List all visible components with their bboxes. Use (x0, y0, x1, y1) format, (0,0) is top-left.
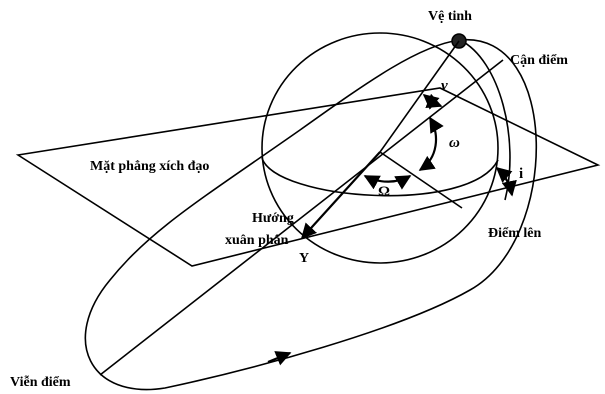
label-vernal-line2: xuân phân (225, 233, 289, 248)
label-vernal-symbol: Y (299, 251, 309, 266)
label-vernal-line1: Hướng (252, 211, 294, 226)
earth-sphere (261, 32, 499, 264)
equatorial-plane (15, 87, 601, 267)
line-of-nodes (379, 151, 463, 209)
label-equatorial-plane: Mặt phẳng xích đạo (90, 159, 209, 174)
nu-arc (422, 93, 443, 110)
equator-line (261, 157, 499, 197)
label-satellite: Vệ tinh (428, 9, 472, 24)
label-perigee: Cận điểm (510, 53, 568, 68)
inclination-arc (495, 166, 517, 197)
line-of-apsides (99, 59, 504, 376)
label-argument-of-perigee: ω (449, 135, 460, 151)
label-apogee: Viễn điểm (10, 374, 71, 390)
omega-small-arc (418, 116, 444, 171)
orbit-front-arc (459, 39, 511, 201)
orbit-path (84, 39, 538, 391)
label-ascending-node-longitude: Ω (378, 184, 390, 200)
omega-big-arc (363, 175, 412, 190)
orbit-direction-arrow (267, 351, 292, 366)
radius-to-satellite (379, 40, 460, 153)
label-inclination: i (519, 166, 523, 182)
vernal-equinox-direction (300, 151, 381, 240)
label-true-anomaly: ν (441, 78, 448, 94)
label-ascending-node: Điểm lên (488, 226, 541, 241)
